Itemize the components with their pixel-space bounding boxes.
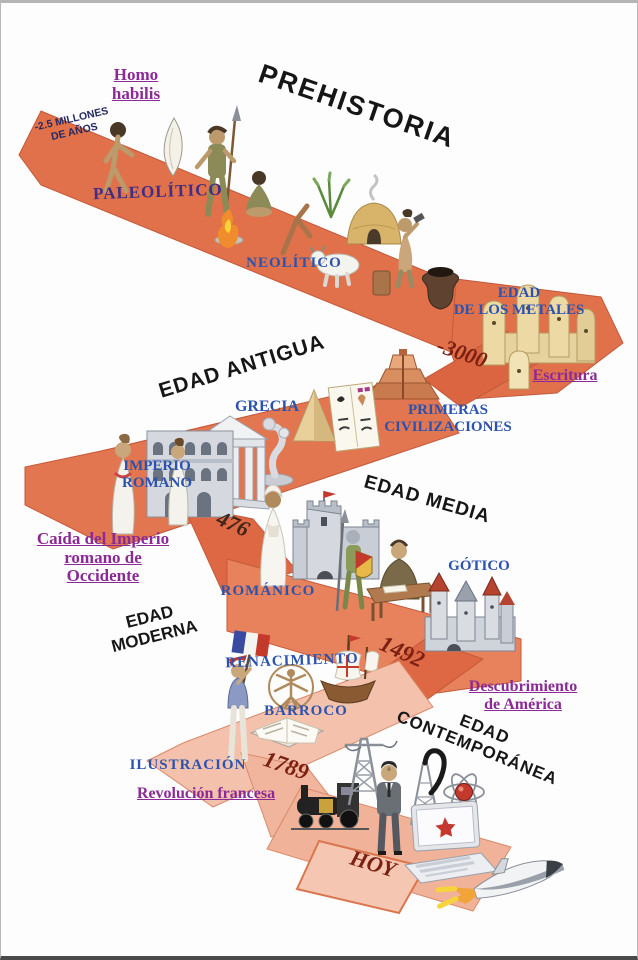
hunter-spear-icon bbox=[194, 105, 241, 217]
label-neolitico: NEOLÍTICO bbox=[246, 255, 342, 271]
marianne-flag-icon bbox=[227, 630, 271, 762]
discobolus-statue-icon bbox=[256, 417, 294, 487]
roman-toga-figures-icon bbox=[111, 433, 189, 535]
papyrus-icon bbox=[327, 382, 381, 452]
clay-pot-icon bbox=[421, 267, 460, 310]
seated-woman-icon bbox=[246, 171, 272, 217]
label-barroco: BARROCO bbox=[264, 703, 348, 719]
cow-icon bbox=[309, 245, 360, 288]
monk-desk-icon bbox=[366, 539, 438, 621]
label-primeras-civilizaciones: PRIMERAS CIVILIZACIONES bbox=[384, 402, 512, 435]
label-edad-de-los-metales: EDAD DE LOS METALES bbox=[453, 285, 585, 318]
gothic-city-icon bbox=[424, 571, 516, 652]
walled-city-icon bbox=[482, 284, 596, 390]
pyramid-icon bbox=[292, 388, 336, 442]
link-descubrimiento-america[interactable]: Descubrimiento de América bbox=[468, 678, 578, 713]
steam-train-icon bbox=[291, 783, 369, 830]
link-caida-imperio-romano[interactable]: Caída del Imperio romano de Occidente bbox=[36, 529, 170, 586]
suited-man-icon bbox=[377, 761, 402, 855]
ziggurat-icon bbox=[366, 349, 440, 400]
path-hoy bbox=[295, 839, 427, 915]
caravel-ship-icon bbox=[320, 634, 380, 704]
link-escritura[interactable]: Escritura bbox=[532, 367, 598, 384]
vitruvian-man-icon bbox=[268, 664, 314, 710]
campfire-icon bbox=[214, 209, 244, 248]
arab-figure-icon bbox=[260, 484, 287, 587]
hominid-icon bbox=[103, 122, 135, 194]
label-gotico: GÓTICO bbox=[448, 558, 510, 574]
laptop-icon bbox=[404, 800, 498, 884]
label-ilustracion: ILUSTRACIÓN bbox=[129, 757, 247, 773]
wheat-icon bbox=[312, 171, 351, 219]
smith-icon bbox=[372, 209, 425, 296]
link-revolucion-francesa[interactable]: Revolución francesa bbox=[136, 785, 276, 802]
timeline-scene bbox=[18, 105, 624, 915]
link-homo-habilis[interactable]: Homo habilis bbox=[111, 65, 161, 103]
label-imperio-romano: IMPERIO ROMANO bbox=[122, 458, 192, 491]
space-shuttle-icon bbox=[435, 858, 565, 909]
flint-tool-icon bbox=[163, 117, 183, 177]
plough-icon bbox=[280, 203, 313, 256]
hut-icon bbox=[346, 173, 402, 245]
open-book-icon bbox=[249, 717, 325, 748]
power-pylon-icon bbox=[344, 737, 398, 806]
label-grecia: GRECIA bbox=[234, 398, 299, 415]
label-romanico: ROMÁNICO bbox=[220, 583, 316, 599]
knight-icon bbox=[335, 509, 373, 612]
